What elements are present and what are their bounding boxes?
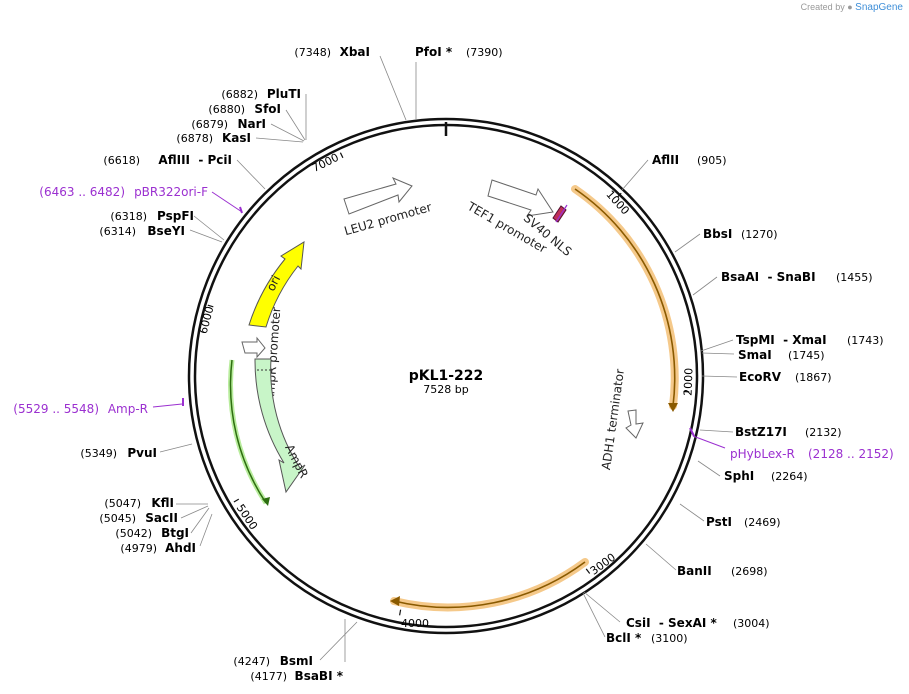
site-kasi-name: KasI	[222, 131, 251, 145]
snapgene-logo-icon: ●	[847, 2, 853, 12]
tick-label-3000: 3000	[588, 551, 618, 578]
site-pluti-pos: (6882)	[221, 88, 258, 101]
site-smai-pos: (1745)	[788, 349, 825, 362]
site-smai-name: SmaI	[738, 348, 772, 362]
site-kfli-pos: (5047)	[104, 497, 141, 510]
primer-phyblex-r-name: pHybLex-R	[730, 447, 795, 461]
tick-label-2000: 2000	[682, 368, 696, 396]
adh1-terminator-label: ADH1 terminator	[599, 368, 627, 471]
ampr-feature: AmpR	[228, 358, 311, 506]
primer-pbr322ori-f-range: (6463 .. 6482)	[39, 185, 125, 199]
tick-label-6000: 6000	[197, 305, 217, 335]
site-bseyi-pos: (6314)	[99, 225, 136, 238]
site-sphi-pos: (2264)	[771, 470, 808, 483]
adh1-terminator-feature: ADH1 terminator	[599, 368, 644, 471]
ori-feature: ori	[248, 241, 305, 328]
site-banii-name: BanII	[677, 564, 712, 578]
primer-amp-r-name: Amp-R	[108, 402, 148, 416]
site-bstz17i-pos: (2132)	[805, 426, 842, 439]
site-bsaai-snabi-name: BsaAI - SnaBI	[721, 270, 816, 284]
site-pvui-name: PvuI	[127, 446, 157, 460]
site-btgi-name: BtgI	[161, 526, 189, 540]
site-psti-name: PstI	[706, 515, 732, 529]
site-kasi-pos: (6878)	[176, 132, 213, 145]
site-aflii-name: AflII	[652, 153, 679, 167]
site-bsmi-pos: (4247)	[233, 655, 270, 668]
site-aflii-pos: (905)	[697, 154, 727, 167]
site-xbai-name: XbaI	[340, 45, 370, 59]
site-btgi-pos: (5042)	[115, 527, 152, 540]
site-pspfi-name: PspFI	[157, 209, 194, 223]
site-afliii-pcii-name: AflIII - PciI	[158, 153, 232, 167]
site-pfoi-name: PfoI *	[415, 45, 453, 59]
site-ecorv-pos: (1867)	[795, 371, 832, 384]
site-sacii-pos: (5045)	[99, 512, 136, 525]
site-nari-name: NarI	[237, 117, 266, 131]
site-pspfi-pos: (6318)	[110, 210, 147, 223]
site-kfli-name: KflI	[151, 496, 174, 510]
site-sfoi-name: SfoI	[254, 102, 281, 116]
site-bcli-name: BclI *	[606, 631, 642, 645]
site-bsmi-name: BsmI	[280, 654, 313, 668]
site-csii-sexai-name: CsiI - SexAI *	[626, 616, 717, 630]
site-pvui-pos: (5349)	[80, 447, 117, 460]
site-nari-pos: (6879)	[191, 118, 228, 131]
ori-label: ori	[264, 273, 284, 293]
site-bbsi-pos: (1270)	[741, 228, 778, 241]
site-afliii-pcii-pos: (6618)	[103, 154, 140, 167]
site-bseyi-name: BseYI	[147, 224, 185, 238]
primer-pbr322ori-f-name: pBR322ori-F	[134, 185, 208, 199]
site-bbsi-name: BbsI	[703, 227, 732, 241]
site-ecorv-name: EcoRV	[739, 370, 782, 384]
site-sacii-name: SacII	[145, 511, 178, 525]
site-pfoi: (7390)	[466, 46, 503, 59]
credit-brand: SnapGene	[855, 2, 903, 13]
site-csii-sexai-pos: (3004)	[733, 617, 770, 630]
site-pluti-name: PluTI	[267, 87, 301, 101]
site-bsabi-name: BsaBI *	[295, 669, 344, 683]
site-bsaai-snabi-pos: (1455)	[836, 271, 873, 284]
site-banii-pos: (2698)	[731, 565, 768, 578]
site-xbai: (7348)	[294, 46, 331, 59]
site-bcli-pos: (3100)	[651, 632, 688, 645]
snapgene-credit: Created by ● SnapGene	[801, 2, 903, 13]
site-ahdi-name: AhdI	[165, 541, 196, 555]
site-psti-pos: (2469)	[744, 516, 781, 529]
primer-marks	[152, 191, 726, 449]
plasmid-size: 7528 bp	[423, 383, 468, 396]
site-leader-lines	[159, 55, 738, 662]
orange-feature-right	[571, 185, 679, 412]
plasmid-name: pKL1-222	[409, 368, 484, 384]
site-sphi-name: SphI	[724, 469, 754, 483]
tick-label-4000: 4000	[401, 617, 429, 630]
site-sfoi-pos: (6880)	[208, 103, 245, 116]
site-ahdi-pos: (4979)	[120, 542, 157, 555]
primer-amp-r-range: (5529 .. 5548)	[13, 402, 99, 416]
site-bsabi-pos: (4177)	[250, 670, 287, 683]
primer-phyblex-r-range: (2128 .. 2152)	[808, 447, 894, 461]
leu2-promoter-feature: LEU2 promoter	[343, 177, 433, 238]
orange-feature-bottom	[390, 558, 589, 612]
site-tspmi-xmai-name: TspMI - XmaI	[736, 333, 827, 347]
restriction-sites: (7348) XbaI PfoI * (7390) (6882) PluTI (…	[13, 45, 893, 683]
site-tspmi-xmai-pos: (1743)	[847, 334, 884, 347]
site-bstz17i-name: BstZ17I	[735, 425, 787, 439]
credit-prefix: Created by	[800, 2, 845, 12]
